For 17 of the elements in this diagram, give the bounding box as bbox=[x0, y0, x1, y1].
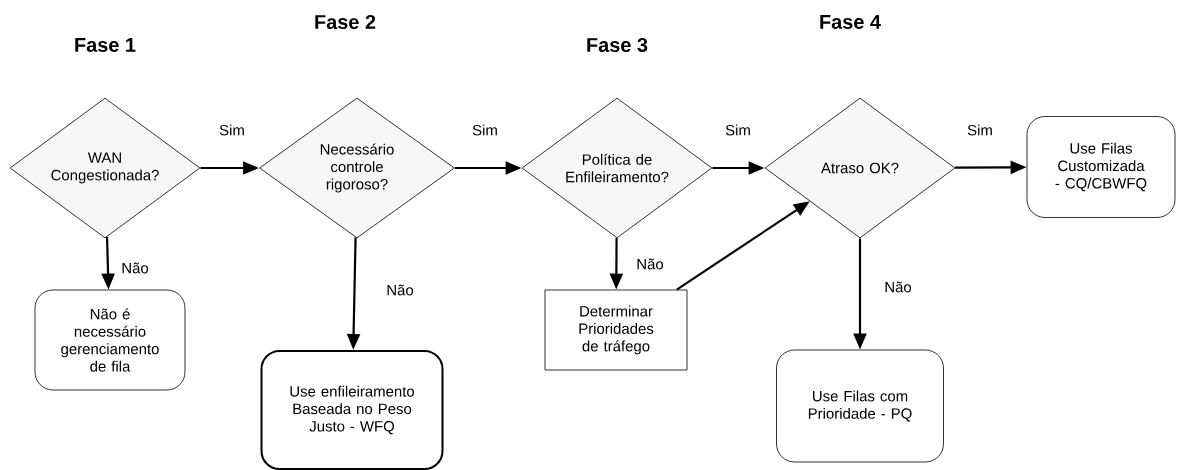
rounded-box: Use enfileiramento Baseada no Peso Justo - WFQ bbox=[260, 350, 444, 470]
phase-heading: Fase 2 bbox=[315, 14, 376, 30]
phase-heading: Fase 4 bbox=[820, 15, 881, 29]
edge-label: Sim bbox=[471, 123, 499, 137]
edge-label: Sim bbox=[218, 123, 246, 137]
rounded-box: Use Filas Customizada - CQ/CBWFQ bbox=[1026, 116, 1176, 218]
phase-heading: Fase 1 bbox=[75, 38, 136, 52]
edge-label: Não bbox=[120, 261, 150, 275]
phase-heading: Fase 3 bbox=[587, 37, 648, 53]
edge-label: Não bbox=[385, 283, 415, 297]
edge-label: Não bbox=[883, 280, 913, 294]
edge-label: Não bbox=[635, 257, 665, 271]
process-box: Determinar Prioridades de tráfego bbox=[544, 289, 688, 371]
edge-label: Sim bbox=[966, 123, 994, 137]
rounded-box: Não é necessário gerenciamento de fila bbox=[34, 289, 186, 391]
rounded-box: Use Filas com Prioridade - PQ bbox=[776, 349, 944, 463]
edge-label: Sim bbox=[724, 123, 752, 137]
